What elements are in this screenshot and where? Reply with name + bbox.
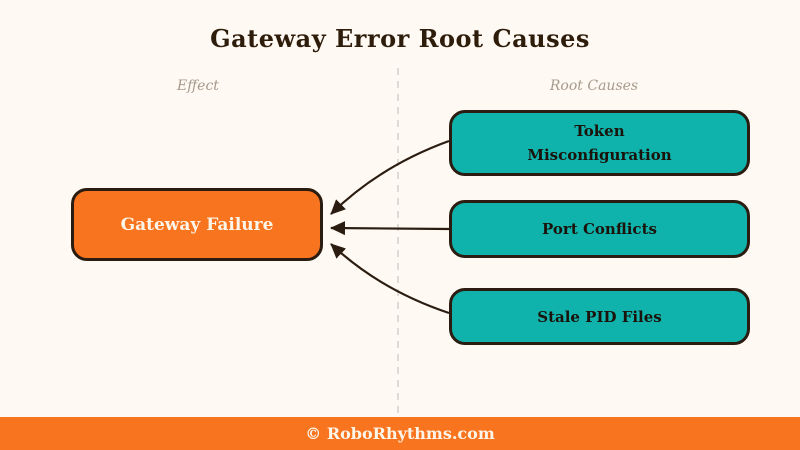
- node-token-misconfiguration-line2: Misconfiguration: [527, 146, 672, 164]
- node-token-misconfiguration-line1: Token: [574, 122, 625, 140]
- footer-bar: © RoboRhythms.com: [0, 417, 800, 450]
- node-gateway-failure: Gateway Failure: [71, 188, 323, 261]
- edge-stale-pid-files-to-gateway-failure: [330, 243, 450, 315]
- node-stale-pid-files-label: Stale PID Files: [537, 307, 662, 326]
- node-stale-pid-files: Stale PID Files: [449, 288, 750, 345]
- node-token-misconfiguration: Token Misconfiguration: [449, 110, 750, 176]
- node-gateway-failure-label: Gateway Failure: [120, 214, 274, 235]
- node-port-conflicts-label: Port Conflicts: [542, 220, 657, 238]
- page-title: Gateway Error Root Causes: [210, 24, 590, 53]
- edge-token-misconfiguration-to-gateway-failure: [330, 139, 450, 215]
- footer-credit: © RoboRhythms.com: [305, 424, 495, 443]
- edge-port-conflicts-to-gateway-failure: [330, 221, 450, 236]
- node-port-conflicts: Port Conflicts: [449, 200, 750, 258]
- root-causes-column-label: Root Causes: [549, 78, 639, 94]
- effect-column-label: Effect: [177, 78, 219, 94]
